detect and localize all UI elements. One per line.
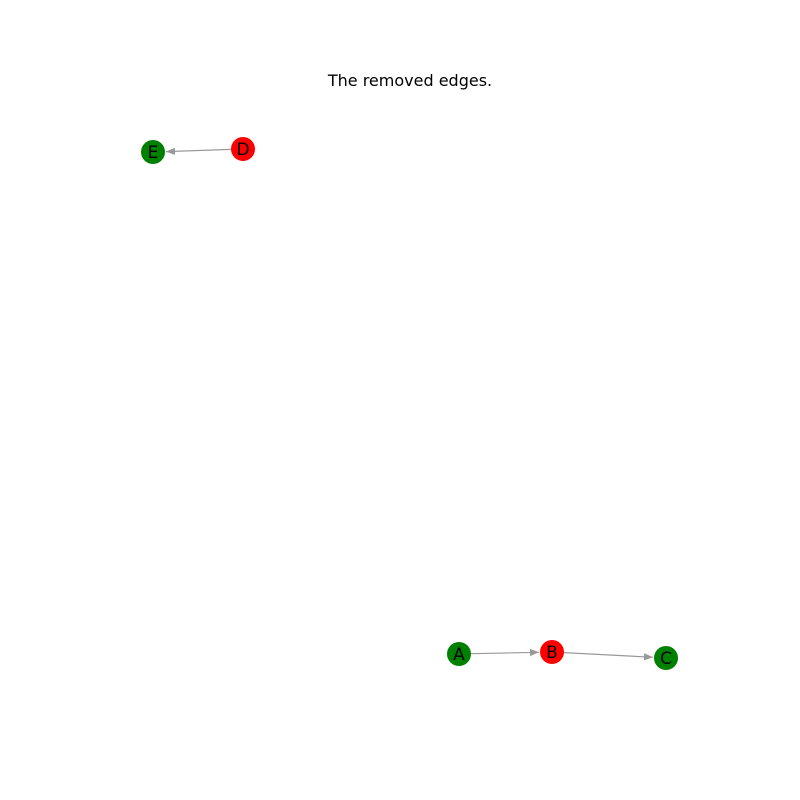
figure-title: The removed edges. xyxy=(327,71,493,90)
edge-d-e xyxy=(165,147,232,155)
node-a: A xyxy=(447,642,471,666)
node-b: B xyxy=(540,640,564,664)
node-label-b: B xyxy=(546,643,558,663)
edge-a-b xyxy=(470,648,540,657)
nodes-layer: A B C D E xyxy=(141,137,678,670)
node-c: C xyxy=(654,646,678,670)
edges-layer xyxy=(165,147,654,661)
node-label-a: A xyxy=(453,645,465,665)
node-circle-a xyxy=(447,642,471,666)
node-circle-e xyxy=(141,140,165,164)
node-circle-c xyxy=(654,646,678,670)
node-label-e: E xyxy=(148,143,159,163)
node-e: E xyxy=(141,140,165,164)
node-label-c: C xyxy=(660,649,672,669)
node-label-d: D xyxy=(236,140,249,160)
node-circle-d xyxy=(231,137,255,161)
edge-b-c xyxy=(563,652,654,661)
node-d: D xyxy=(231,137,255,161)
node-circle-b xyxy=(540,640,564,664)
